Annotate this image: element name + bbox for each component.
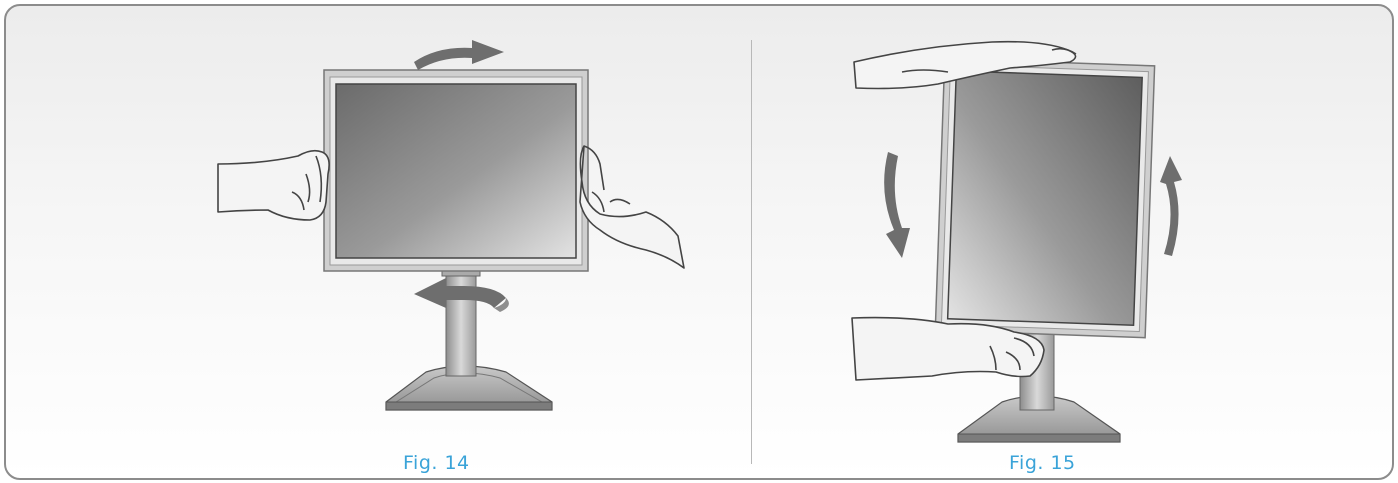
figure-15-panel: Fig. 15 <box>752 6 1392 478</box>
rotate-arrow-icon <box>414 278 509 312</box>
monitor-screen <box>335 83 577 259</box>
stand-base <box>957 395 1121 443</box>
swivel-arrow-icon <box>414 40 504 70</box>
panel-divider <box>751 40 752 464</box>
right-hand-illustration <box>579 145 685 269</box>
monitor-screen <box>946 70 1143 327</box>
bottom-hand-illustration <box>851 316 1045 381</box>
monitor-pivot-illustration <box>851 40 1182 443</box>
stand-base <box>385 365 553 411</box>
monitor-swivel-illustration <box>217 40 685 411</box>
left-hand-illustration <box>217 149 330 221</box>
monitor-portrait <box>934 57 1156 339</box>
monitor-landscape <box>323 69 589 272</box>
figure-frame: Fig. 14 <box>4 4 1394 480</box>
figure-14-caption: Fig. 14 <box>403 452 470 474</box>
figure-15-caption: Fig. 15 <box>1009 452 1076 474</box>
pivot-up-arrow-icon <box>1160 156 1182 256</box>
top-hand-illustration <box>853 40 1077 90</box>
figure-14-panel: Fig. 14 <box>6 6 751 478</box>
pivot-down-arrow-icon <box>884 152 910 258</box>
